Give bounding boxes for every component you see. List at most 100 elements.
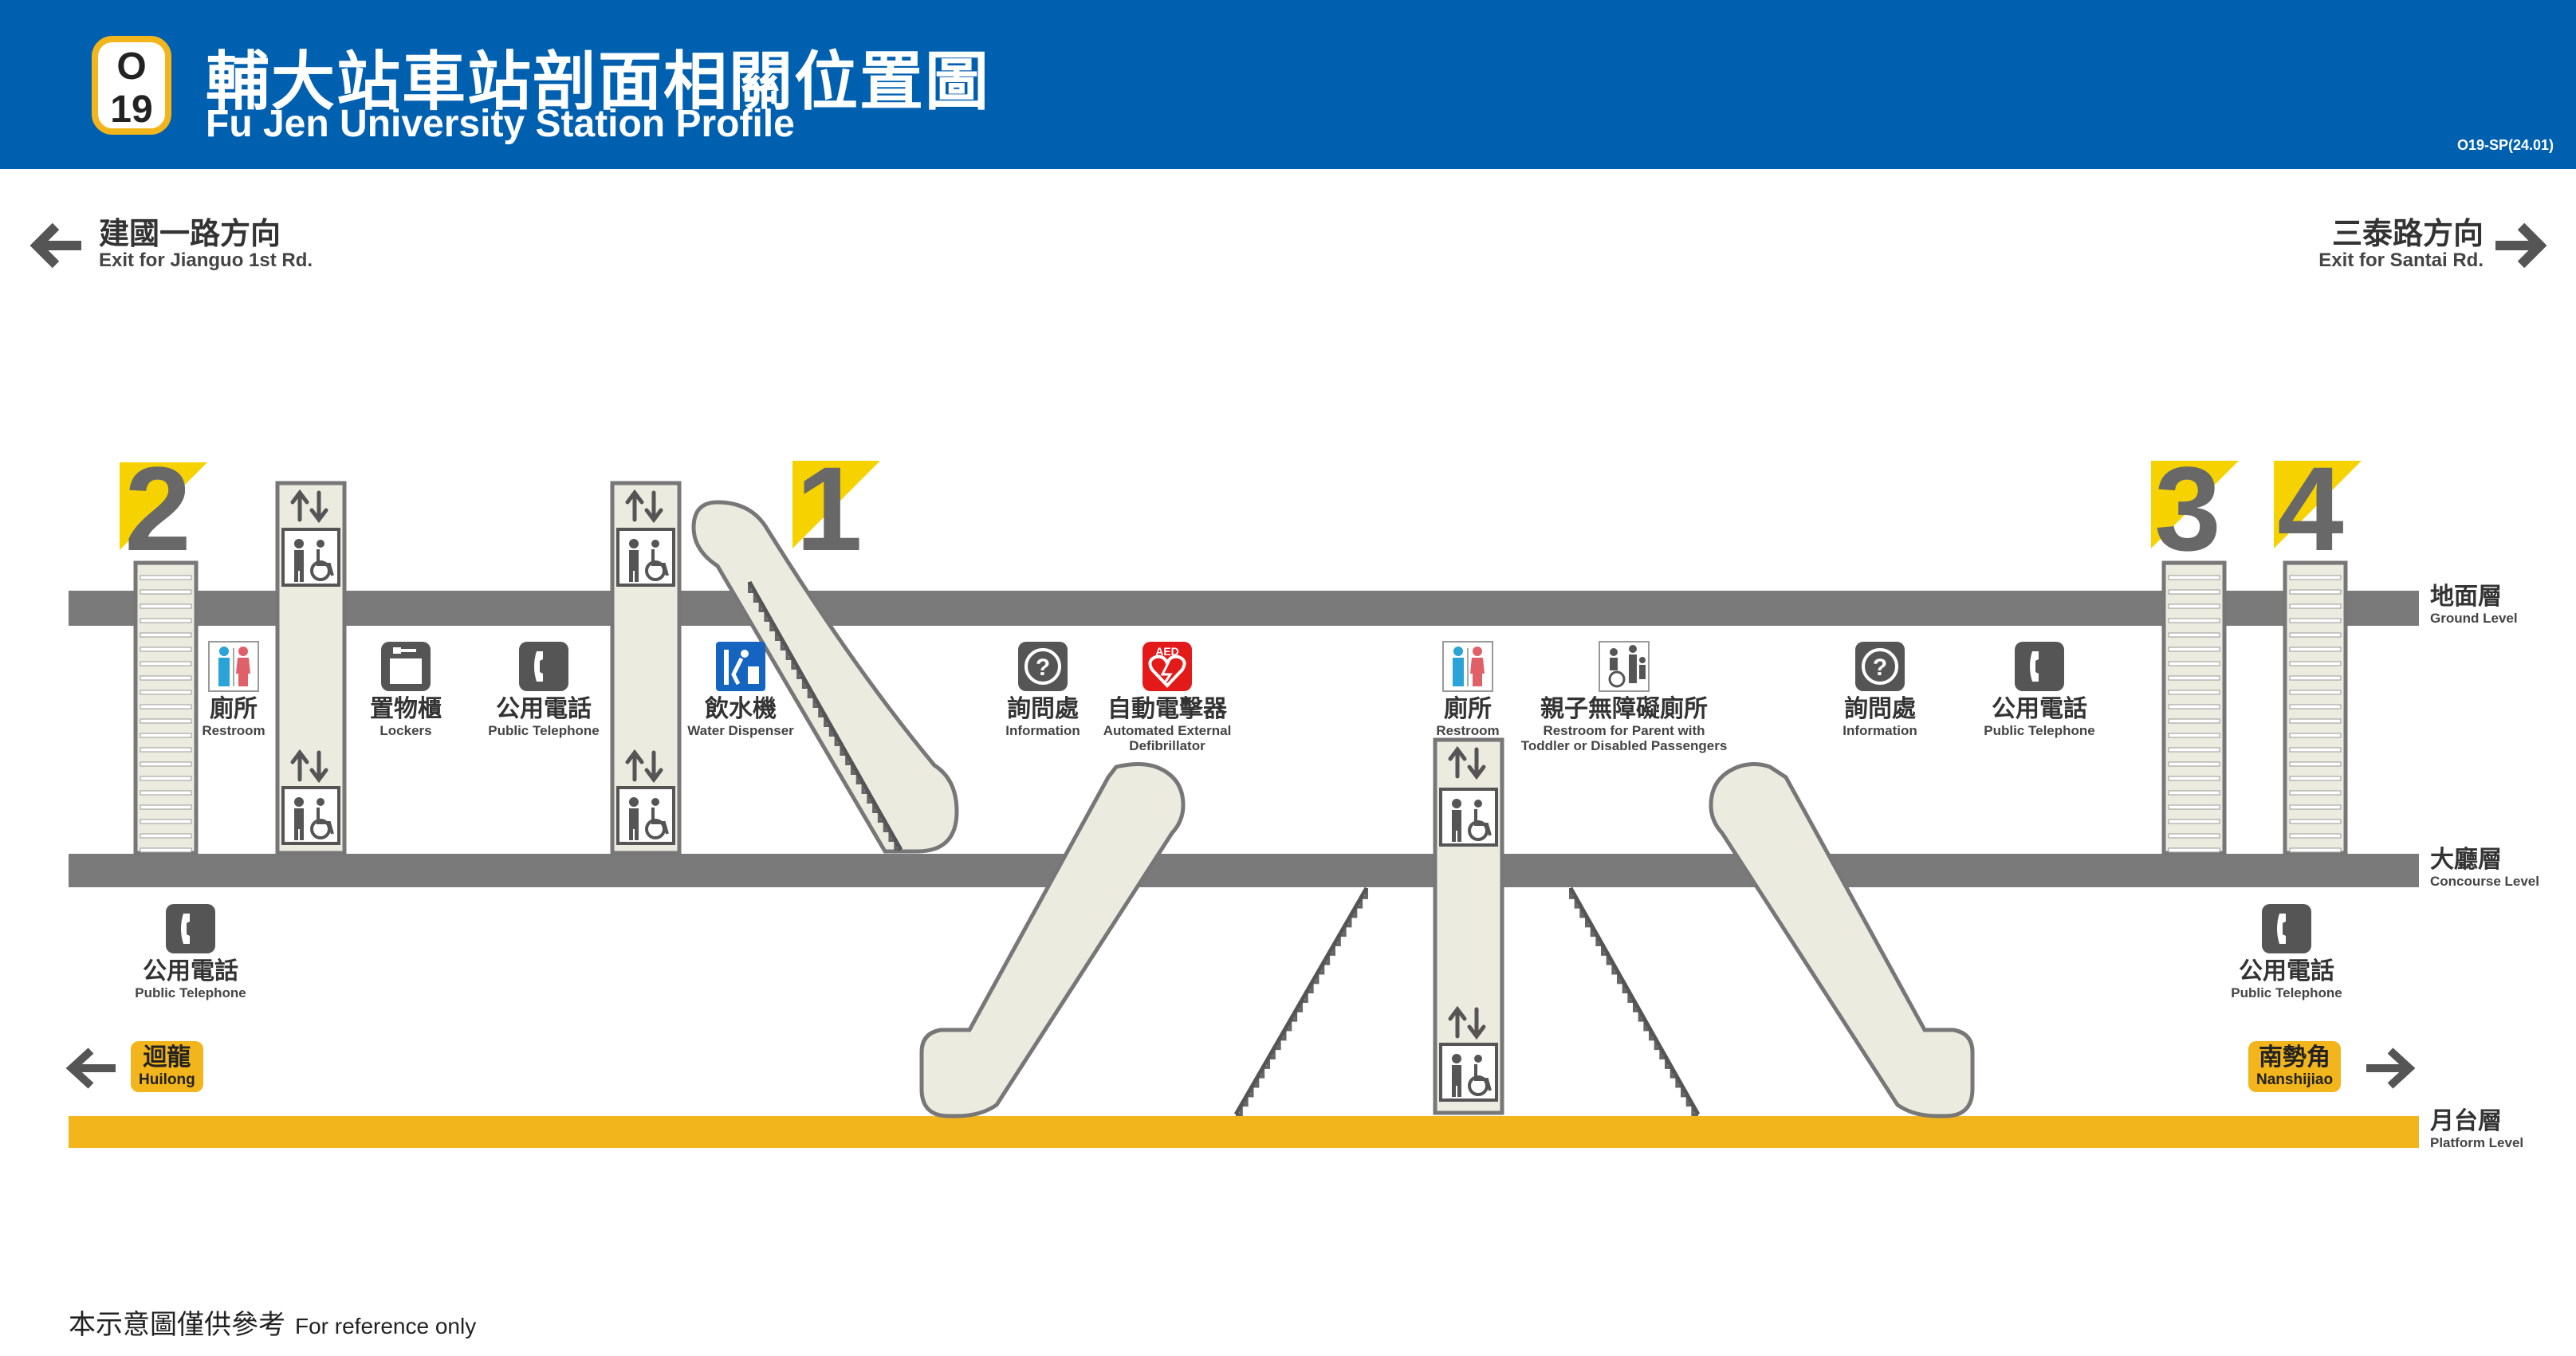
stair-tread [2168, 790, 2220, 796]
platform-level-label: 月台層 Platform Level [2430, 1108, 2523, 1151]
stair-tread [2289, 690, 2342, 695]
right-exit-direction: 三泰路方向 Exit for Santai Rd. [2318, 217, 2484, 271]
stair-tread [140, 589, 192, 595]
telephone-label-4: 公用電話 Public Telephone [2231, 958, 2342, 1001]
telephone-2-zh: 公用電話 [1991, 695, 2087, 723]
water-zh: 飲水機 [705, 695, 777, 723]
concourse-level-label: 大廳層 Concourse Level [2430, 847, 2539, 890]
stair-tread [2168, 675, 2220, 681]
huilong-zh: 迴龍 [143, 1044, 191, 1071]
stair-tread [2168, 589, 2220, 595]
line-code: O [116, 45, 147, 88]
huilong-destination-badge: 迴龍 Huilong [131, 1041, 203, 1092]
stair-tread [140, 847, 192, 853]
disclaimer-en: For reference only [295, 1314, 477, 1338]
stair-tread [2289, 675, 2342, 681]
concourse-platform-stairs-right [1568, 886, 1701, 1116]
stair-tread [140, 790, 192, 796]
restroom-en: Restroom [202, 723, 265, 738]
stair-tread [2168, 819, 2220, 824]
stair-tread [2289, 661, 2342, 666]
exit-2-flag: 2 [120, 442, 207, 576]
restroom-2-zh: 廁所 [1443, 695, 1492, 723]
nanshijiao-direction-arrow-icon [2366, 1047, 2416, 1089]
right-direction-en: Exit for Santai Rd. [2318, 250, 2484, 271]
family-restroom-label: 親子無障礙廁所 Restroom for Parent with Toddler… [1520, 695, 1728, 754]
stair-step-lines [140, 575, 2342, 853]
telephone-label-2: 公用電話 Public Telephone [1984, 695, 2094, 739]
exit-1-escalator-steps [747, 580, 903, 851]
nanshijiao-zh: 南勢角 [2259, 1044, 2331, 1071]
stair-tread [140, 618, 192, 623]
family-restroom-zh: 親子無障礙廁所 [1540, 695, 1708, 723]
telephone-label-3: 公用電話 Public Telephone [135, 957, 246, 1001]
stair-tread [140, 718, 192, 724]
svg-text:2: 2 [124, 442, 191, 576]
stair-tread [2168, 833, 2220, 839]
stair-tread [140, 733, 192, 738]
information-2-zh: 詢問處 [1844, 695, 1916, 723]
huilong-en: Huilong [139, 1071, 195, 1088]
concourse-level-en: Concourse Level [2430, 874, 2539, 889]
concourse-platform-escalator-right [1709, 762, 1975, 1118]
stair-tread [140, 632, 192, 638]
right-direction-arrow-icon [2495, 222, 2547, 269]
telephone-label: 公用電話 Public Telephone [488, 696, 599, 739]
stair-tread [2168, 603, 2220, 609]
stair-tread [140, 661, 192, 666]
svg-text:3: 3 [2154, 442, 2220, 576]
svg-text:4: 4 [2277, 442, 2343, 576]
ground-level-zh: 地面層 [2430, 583, 2502, 611]
telephone-3-zh: 公用電話 [142, 957, 238, 985]
staircase-stringer [747, 580, 903, 851]
stair-tread [2289, 776, 2342, 781]
stair-tread [2168, 647, 2220, 652]
stair-tread [2168, 704, 2220, 709]
stair-tread [2168, 718, 2220, 724]
stair-tread [140, 647, 192, 652]
stair-tread [2289, 819, 2342, 824]
staircase-stringer [1233, 886, 1369, 1116]
stair-tread [2168, 618, 2220, 623]
stair-tread [2168, 804, 2220, 810]
aed-label: 自動電擊器 Automated External Defibrillator [1103, 696, 1232, 754]
exit-3-flag: 3 [2151, 442, 2239, 576]
telephone-icon-2 [2015, 642, 2064, 691]
platform-level-zh: 月台層 [2430, 1107, 2502, 1135]
stair-tread [140, 690, 192, 695]
information-zh: 詢問處 [1007, 695, 1079, 723]
exit-1-flag: 1 [792, 442, 880, 576]
stair-tread [140, 704, 192, 709]
telephone-icon-4 [2262, 904, 2311, 953]
left-direction-en: Exit for Jianguo 1st Rd. [99, 250, 313, 271]
concourse-platform-escalator-left [919, 762, 1186, 1118]
telephone-icon [519, 642, 568, 691]
water-dispenser-icon [716, 642, 765, 691]
stair-tread [2289, 804, 2342, 810]
water-en: Water Dispenser [687, 723, 794, 738]
stair-tread [140, 675, 192, 681]
ground-level-en: Ground Level [2430, 611, 2518, 626]
water-dispenser-label: 飲水機 Water Dispenser [687, 695, 794, 739]
header-bar: O 19 輔大站車站剖面相關位置圖 Fu Jen University Stat… [0, 0, 2576, 169]
family-restroom-en-1: Restroom for Parent with [1543, 723, 1705, 738]
stair-tread [140, 761, 192, 767]
restroom-icon [208, 641, 259, 692]
stair-tread [2289, 704, 2342, 709]
information-label-2: 詢問處 Information [1843, 695, 1917, 739]
left-direction-zh: 建國一路方向 [99, 216, 281, 251]
platform-level-floor [69, 1116, 2419, 1148]
stair-tread [2289, 718, 2342, 724]
station-code-badge: O 19 [92, 36, 171, 135]
restroom-2-en: Restroom [1436, 723, 1500, 738]
exit-1-escalator [691, 500, 959, 854]
right-direction-zh: 三泰路方向 [2331, 216, 2484, 251]
restroom-label-2: 廁所 Restroom [1436, 695, 1500, 739]
stair-tread [2289, 632, 2342, 638]
lockers-label: 置物櫃 Lockers [370, 696, 442, 739]
station-number: 19 [110, 88, 153, 131]
family-restroom-en-2: Toddler or Disabled Passengers [1520, 738, 1728, 753]
nanshijiao-en: Nanshijiao [2256, 1071, 2334, 1088]
telephone-4-en: Public Telephone [2231, 985, 2342, 1000]
huilong-direction-arrow-icon [65, 1047, 116, 1089]
